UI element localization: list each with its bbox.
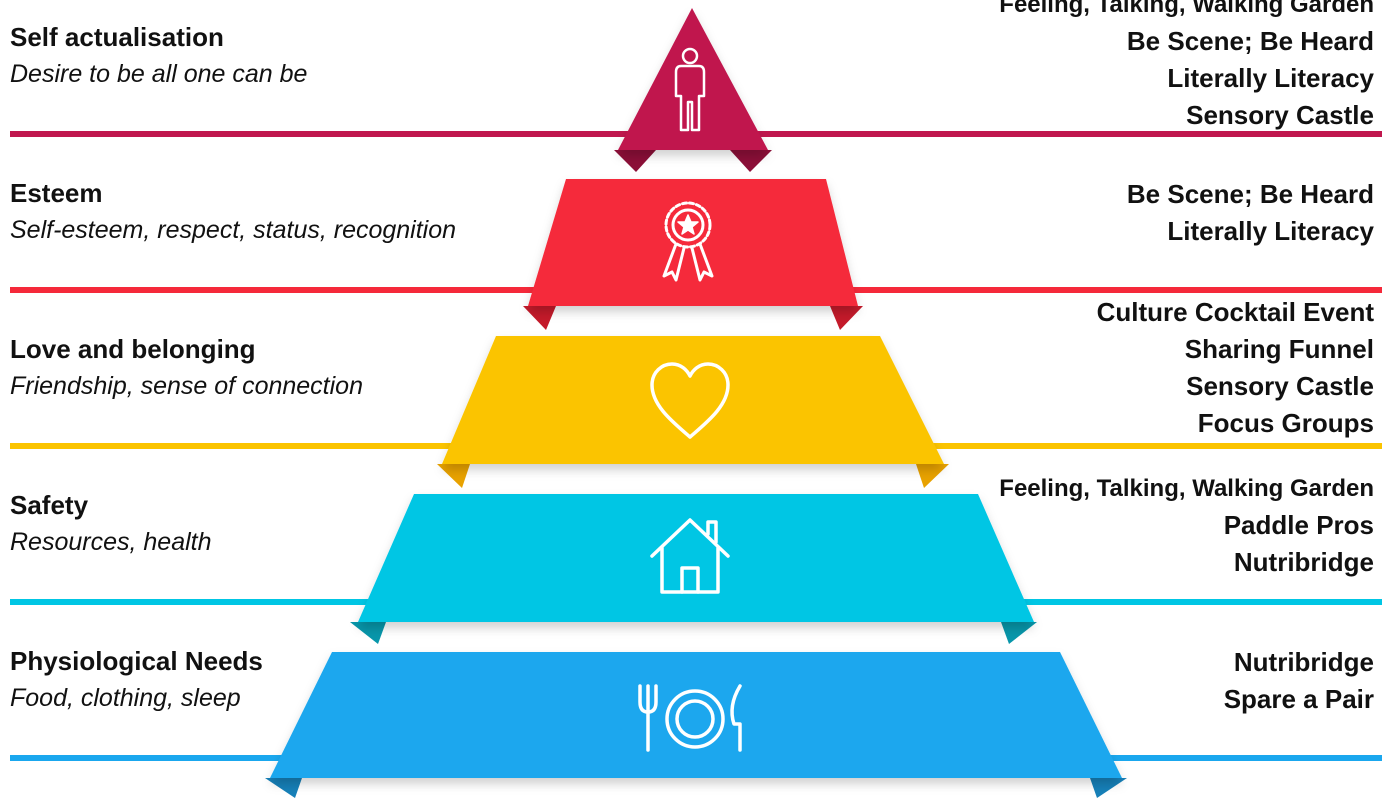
program-item: Nutribridge	[1233, 547, 1374, 577]
level-description-safety: Resources, health	[10, 528, 212, 556]
ribbon-fold-right-love	[916, 464, 949, 488]
level-title-physiological: Physiological Needs	[10, 646, 263, 676]
program-item: Be Scene; Be Heard	[1126, 179, 1374, 209]
tier-body-physiological	[270, 652, 1122, 778]
level-title-love: Love and belonging	[10, 334, 256, 364]
program-item: Paddle Pros	[1223, 510, 1374, 540]
program-item: Sharing Funnel	[1184, 334, 1374, 364]
tier-body-love	[442, 336, 944, 464]
program-item: Feeling, Talking, Walking Garden	[999, 0, 1374, 18]
program-list-love: Culture Cocktail Event Sharing Funnel Se…	[1097, 294, 1374, 442]
ribbon-fold-right-self-actualisation	[730, 150, 772, 172]
pyramid-tier-esteem	[523, 179, 863, 330]
tier-body-self-actualisation	[618, 8, 768, 150]
level-description-self-actualisation: Desire to be all one can be	[10, 60, 308, 88]
level-description-physiological: Food, clothing, sleep	[10, 684, 241, 712]
program-item: Be Scene; Be Heard	[1126, 26, 1374, 56]
tier-body-esteem	[528, 179, 858, 306]
program-list-self-actualisation: Feeling, Talking, Walking Garden Be Scen…	[999, 0, 1374, 134]
pyramid-tier-safety	[350, 494, 1037, 644]
ribbon-fold-left-physiological	[265, 778, 302, 798]
ribbon-fold-right-physiological	[1090, 778, 1127, 798]
pyramid-tier-self-actualisation	[614, 8, 772, 172]
ribbon-fold-left-love	[437, 464, 470, 488]
level-title-esteem: Esteem	[10, 178, 103, 208]
fork-plate-knife-icon	[638, 684, 742, 752]
ribbon-fold-left-esteem	[523, 306, 556, 330]
level-description-esteem: Self-esteem, respect, status, recognitio…	[10, 216, 457, 244]
level-description-love: Friendship, sense of connection	[10, 372, 363, 400]
ribbon-fold-left-safety	[350, 622, 386, 644]
pyramid-tier-physiological	[265, 652, 1127, 798]
heart-icon	[650, 362, 730, 439]
level-title-safety: Safety	[10, 490, 89, 520]
program-item: Culture Cocktail Event	[1096, 297, 1374, 327]
award-ribbon-icon	[662, 201, 714, 282]
program-item: Spare a Pair	[1223, 684, 1374, 714]
program-item: Focus Groups	[1197, 408, 1374, 438]
ribbon-fold-right-esteem	[830, 306, 863, 330]
program-item: Feeling, Talking, Walking Garden	[999, 475, 1374, 502]
program-item: Literally Literacy	[1167, 63, 1374, 93]
ribbon-fold-left-self-actualisation	[614, 150, 656, 172]
house-icon	[650, 518, 730, 594]
program-item: Literally Literacy	[1167, 216, 1374, 246]
program-list-esteem: Be Scene; Be Heard Literally Literacy	[1127, 176, 1374, 250]
tier-body-safety	[358, 494, 1034, 622]
program-item: Nutribridge	[1233, 647, 1374, 677]
program-item: Sensory Castle	[1186, 371, 1374, 401]
level-title-self-actualisation: Self actualisation	[10, 22, 224, 52]
ribbon-fold-right-safety	[1001, 622, 1037, 644]
person-icon	[674, 47, 706, 132]
program-list-physiological: Nutribridge Spare a Pair	[1224, 644, 1374, 718]
program-list-safety: Feeling, Talking, Walking Garden Paddle …	[999, 470, 1374, 581]
pyramid-tier-love	[437, 336, 949, 488]
program-item: Sensory Castle	[1186, 100, 1374, 130]
